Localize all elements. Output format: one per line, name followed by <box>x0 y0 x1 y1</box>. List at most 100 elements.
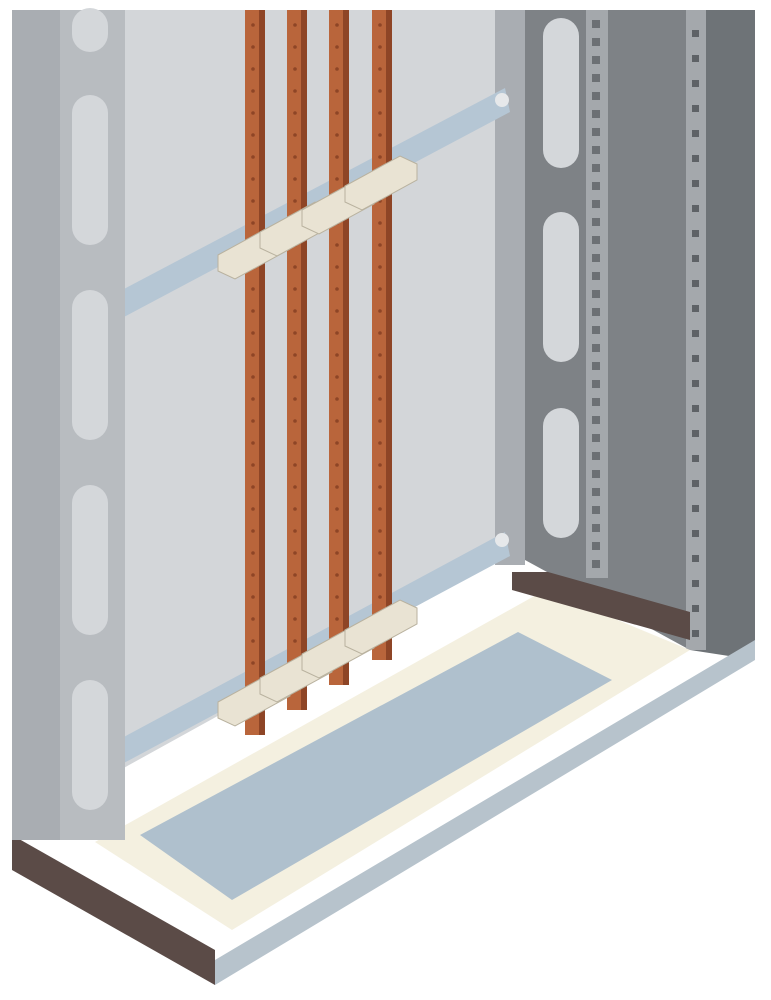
busbar-hole <box>335 441 339 445</box>
busbar-hole <box>335 331 339 335</box>
busbar-hole <box>335 617 339 621</box>
rail-hole <box>592 290 600 298</box>
left-frame <box>12 10 60 840</box>
frame-hole <box>692 355 699 362</box>
busbar-hole <box>251 595 255 599</box>
busbar-hole <box>251 133 255 137</box>
rail-hole <box>592 236 600 244</box>
busbar-hole <box>378 23 382 27</box>
busbar-hole <box>251 419 255 423</box>
busbar-hole <box>251 23 255 27</box>
busbar-hole <box>293 485 297 489</box>
rail-hole <box>592 362 600 370</box>
busbar-hole <box>251 45 255 49</box>
busbar-edge <box>301 10 307 710</box>
rail-hole <box>592 74 600 82</box>
busbar-hole <box>251 639 255 643</box>
rail-hole <box>592 470 600 478</box>
upper-insulator <box>344 155 418 211</box>
rail-hole <box>592 56 600 64</box>
busbar-hole <box>251 573 255 577</box>
busbar-hole <box>378 111 382 115</box>
busbar-edge <box>343 10 349 685</box>
frame-hole <box>692 230 699 237</box>
busbar-hole <box>335 89 339 93</box>
frame-holes <box>692 30 699 637</box>
busbar-hole <box>335 45 339 49</box>
rail-hole <box>592 92 600 100</box>
busbar-hole <box>335 265 339 269</box>
busbar-hole <box>251 353 255 357</box>
bolt-icon <box>495 93 509 107</box>
busbar-hole <box>335 529 339 533</box>
rail-hole <box>592 560 600 568</box>
busbar-edge <box>386 10 392 660</box>
rail-hole <box>592 434 600 442</box>
busbar-edge <box>259 10 265 735</box>
copper-busbars <box>245 10 392 735</box>
busbar-hole <box>251 661 255 665</box>
rail-hole <box>592 326 600 334</box>
busbar-hole <box>293 617 297 621</box>
rail-hole <box>592 164 600 172</box>
frame-hole <box>692 205 699 212</box>
rail-hole <box>592 254 600 262</box>
rail-hole <box>592 488 600 496</box>
lower-insulator <box>344 599 418 655</box>
frame-hole <box>692 305 699 312</box>
busbar-hole <box>335 309 339 313</box>
busbar-hole <box>251 67 255 71</box>
busbar-hole <box>293 463 297 467</box>
busbar-hole <box>293 133 297 137</box>
frame-hole <box>692 180 699 187</box>
frame-hole <box>692 330 699 337</box>
frame-hole <box>692 530 699 537</box>
busbar-hole <box>251 177 255 181</box>
busbar-hole <box>251 551 255 555</box>
rail-hole <box>592 200 600 208</box>
frame-hole <box>692 30 699 37</box>
busbar-hole <box>378 529 382 533</box>
busbar-hole <box>293 529 297 533</box>
busbar-hole <box>378 243 382 247</box>
busbar-hole <box>293 441 297 445</box>
busbar-hole <box>335 573 339 577</box>
rail-hole <box>592 506 600 514</box>
frame-hole <box>692 480 699 487</box>
rail-hole <box>592 20 600 28</box>
rail-hole <box>592 128 600 136</box>
busbar-hole <box>293 397 297 401</box>
busbar-insulators <box>217 155 418 727</box>
busbar-hole <box>335 155 339 159</box>
busbar-hole <box>378 595 382 599</box>
busbar-hole <box>293 309 297 313</box>
rail-hole <box>592 146 600 154</box>
rail-hole <box>592 524 600 532</box>
busbar-hole <box>335 551 339 555</box>
frame-hole <box>692 55 699 62</box>
busbar-hole <box>335 397 339 401</box>
busbar-hole <box>335 353 339 357</box>
busbar-hole <box>251 507 255 511</box>
busbar-hole <box>293 67 297 71</box>
rail-hole <box>592 110 600 118</box>
right-frame <box>690 10 755 660</box>
rail-hole <box>592 416 600 424</box>
busbar-hole <box>293 419 297 423</box>
busbar-hole <box>293 551 297 555</box>
busbar-hole <box>251 441 255 445</box>
rail-hole <box>592 398 600 406</box>
bolt-icon <box>495 533 509 547</box>
rack-rail-holes <box>592 20 600 568</box>
busbar-hole <box>378 419 382 423</box>
plinth-right <box>512 572 690 640</box>
busbar-hole <box>335 419 339 423</box>
side-panel-slots <box>543 18 579 538</box>
rail-hole <box>592 272 600 280</box>
rail-hole <box>592 380 600 388</box>
busbar-hole <box>251 485 255 489</box>
busbar-hole <box>378 67 382 71</box>
busbar-hole <box>293 177 297 181</box>
busbar-hole <box>251 309 255 313</box>
